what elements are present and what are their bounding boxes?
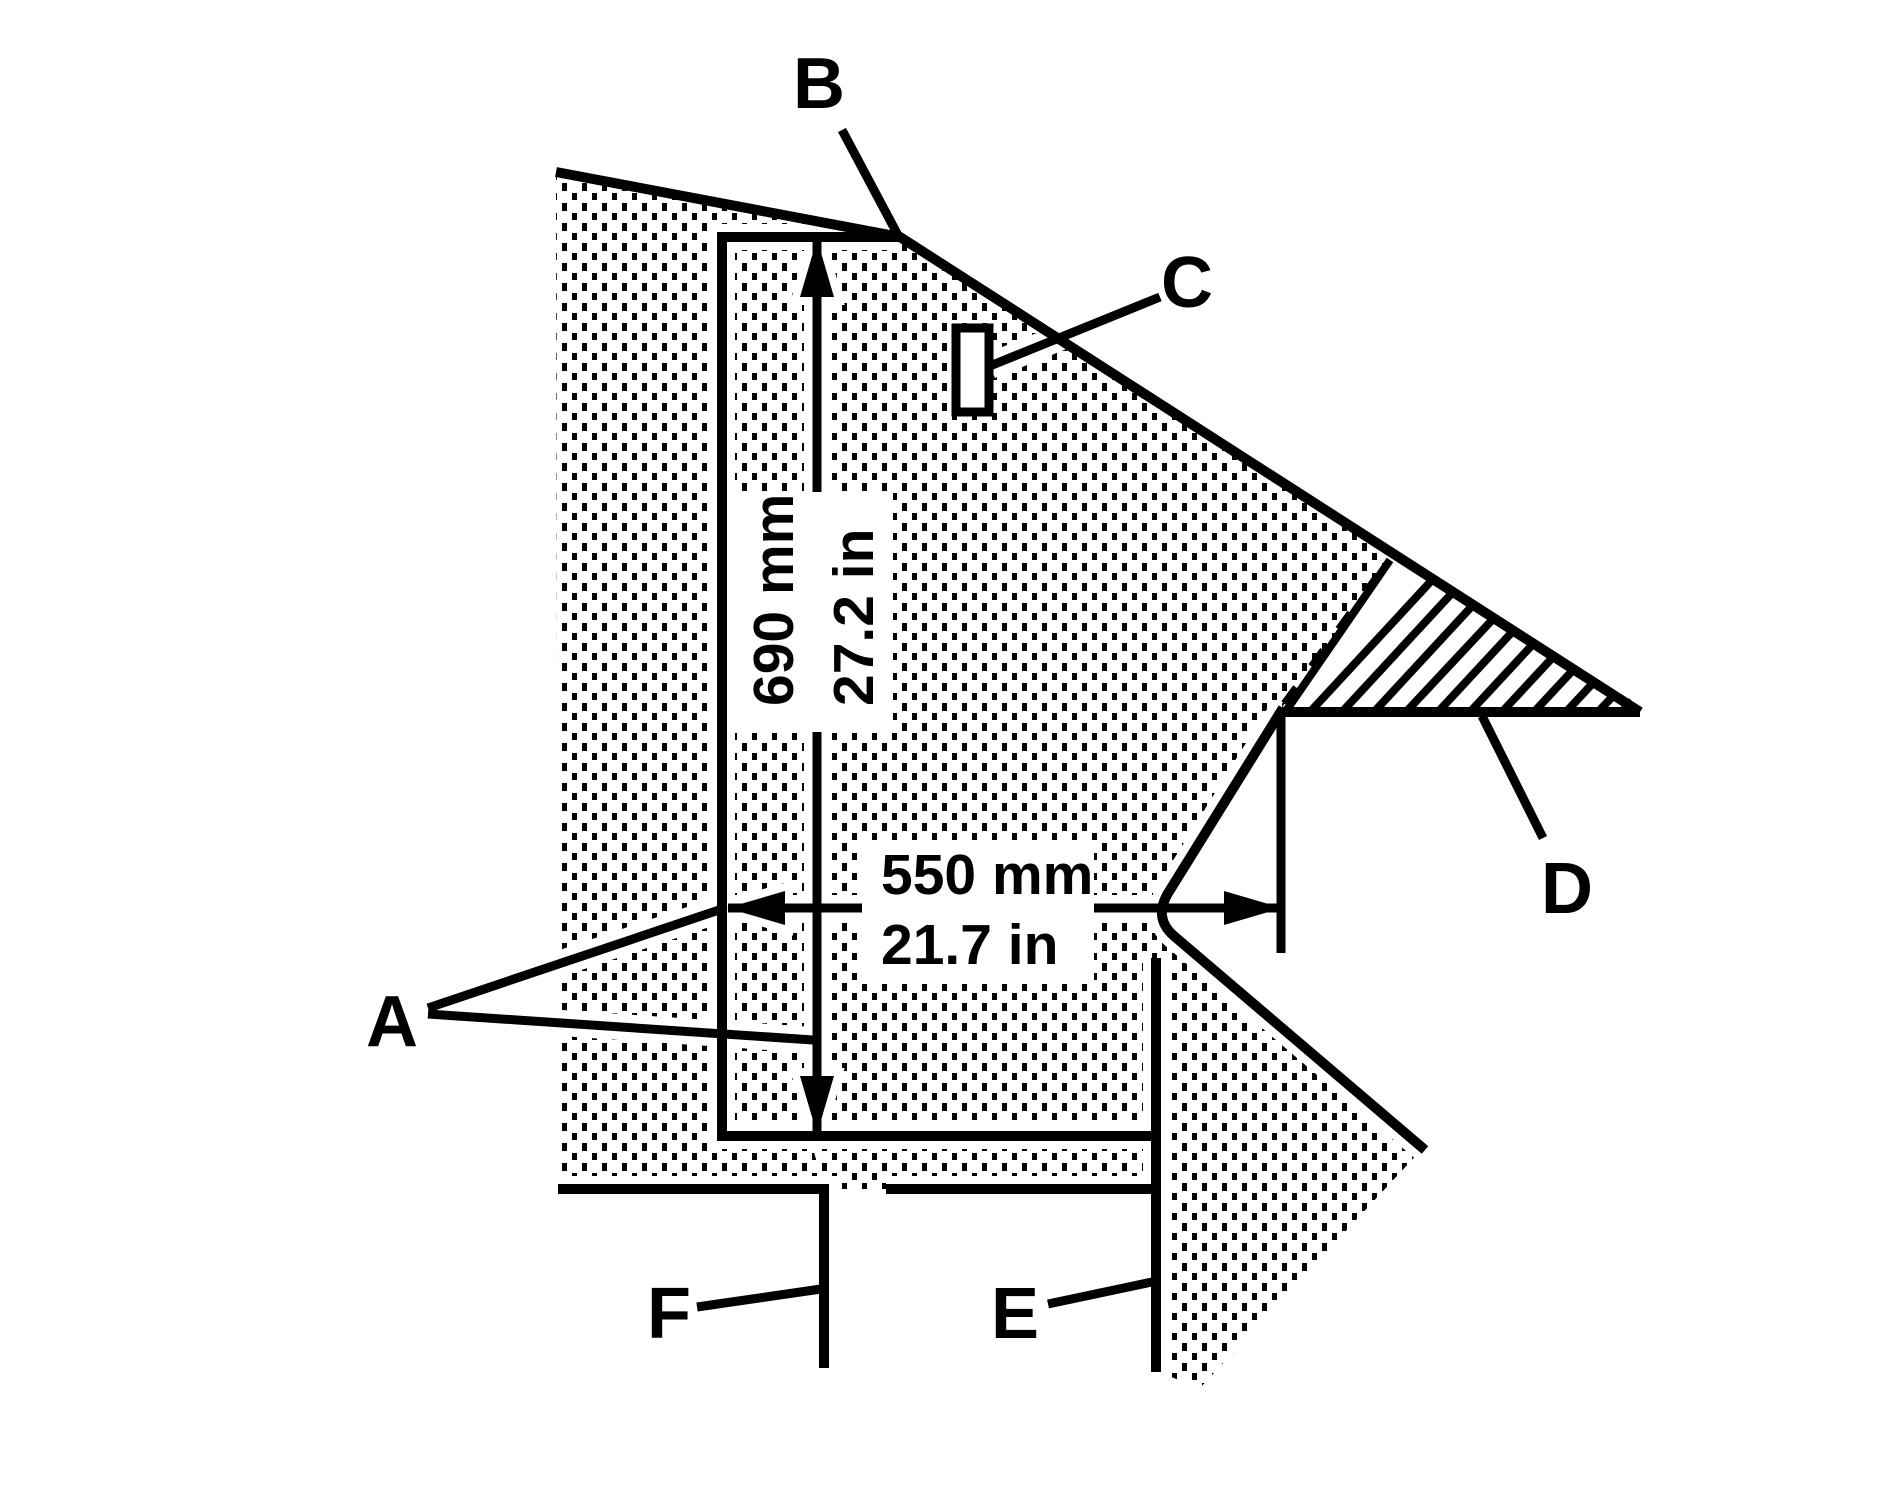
stippled-section-region: [556, 172, 1423, 1388]
callout-a-label: A: [366, 982, 418, 1062]
callout-f-label: F: [647, 1274, 691, 1354]
arrow-right-icon: [1224, 891, 1282, 925]
callout-e-label: E: [991, 1274, 1039, 1354]
callout-e-leader: [1047, 1277, 1153, 1309]
callout-f-leader: [696, 1284, 822, 1312]
callout-a-leader-lower: [427, 1009, 814, 1045]
callout-a-leader-upper: [426, 905, 721, 1013]
callout-d-leader: [1477, 713, 1548, 841]
arrow-up-icon: [800, 239, 834, 297]
dimension-bracket: [717, 232, 1156, 1141]
arrow-down-icon: [800, 1076, 834, 1134]
horizontal-dimension-label: 550 mm 21.7 in: [881, 843, 1093, 977]
callout-labels: A B C D E F: [366, 44, 1593, 1354]
callout-b-leader: [838, 127, 904, 242]
dimension-arrowheads: [727, 239, 1282, 1134]
arrow-left-icon: [727, 891, 785, 925]
callout-d-label: D: [1541, 849, 1593, 929]
notch-edge: [1157, 705, 1429, 1154]
vertical-dimension-label: 690 mm 27.2 in: [742, 494, 886, 706]
vertical-dimension-mm: 690 mm: [742, 494, 806, 706]
lower-edge-with-f-flange: [558, 1184, 829, 1368]
callout-c-leader: [988, 292, 1162, 371]
horizontal-dimension-mm: 550 mm: [881, 843, 1093, 907]
vertical-dimension-text-box: [735, 492, 893, 732]
vertical-dimension-inch: 27.2 in: [822, 529, 886, 706]
horizontal-dimension-text-box: [862, 840, 1094, 984]
leader-lines: [426, 127, 1548, 1312]
c-part-rectangle: [951, 323, 994, 417]
hatch-lines: [1282, 557, 1635, 715]
callout-c-label: C: [1161, 243, 1213, 323]
callout-b-label: B: [793, 44, 845, 124]
horizontal-dimension-inch: 21.7 in: [881, 913, 1058, 977]
